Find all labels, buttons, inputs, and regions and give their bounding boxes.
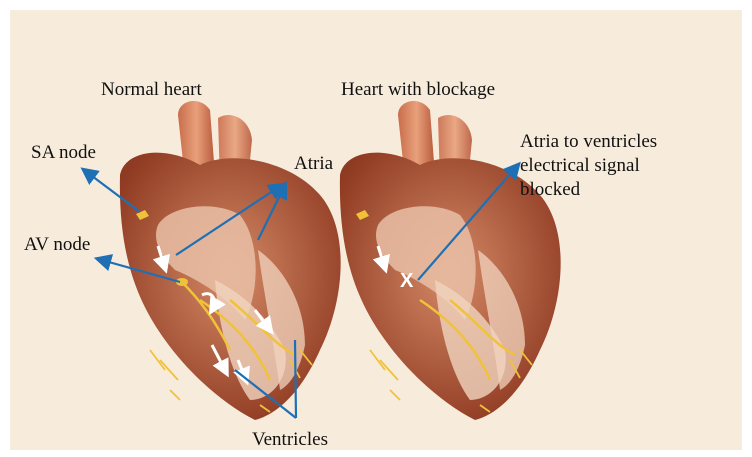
normal-heart-title: Normal heart <box>101 80 202 99</box>
av-node-label: AV node <box>24 235 90 254</box>
atria-label: Atria <box>294 154 333 173</box>
ventricles-pointer-2 <box>295 340 296 418</box>
blockage-description-line-2: electrical signal <box>520 154 657 178</box>
blockage-description-line-3: blocked <box>520 178 657 202</box>
ventricles-label: Ventricles <box>252 430 328 449</box>
blocked-heart-title: Heart with blockage <box>341 80 495 99</box>
blockage-description: Atria to ventricles electrical signal bl… <box>520 130 657 202</box>
normal-heart <box>120 101 341 420</box>
blockage-x-mark: X <box>400 271 413 291</box>
blockage-description-line-1: Atria to ventricles <box>520 130 657 154</box>
sa-node-label: SA node <box>31 143 96 162</box>
